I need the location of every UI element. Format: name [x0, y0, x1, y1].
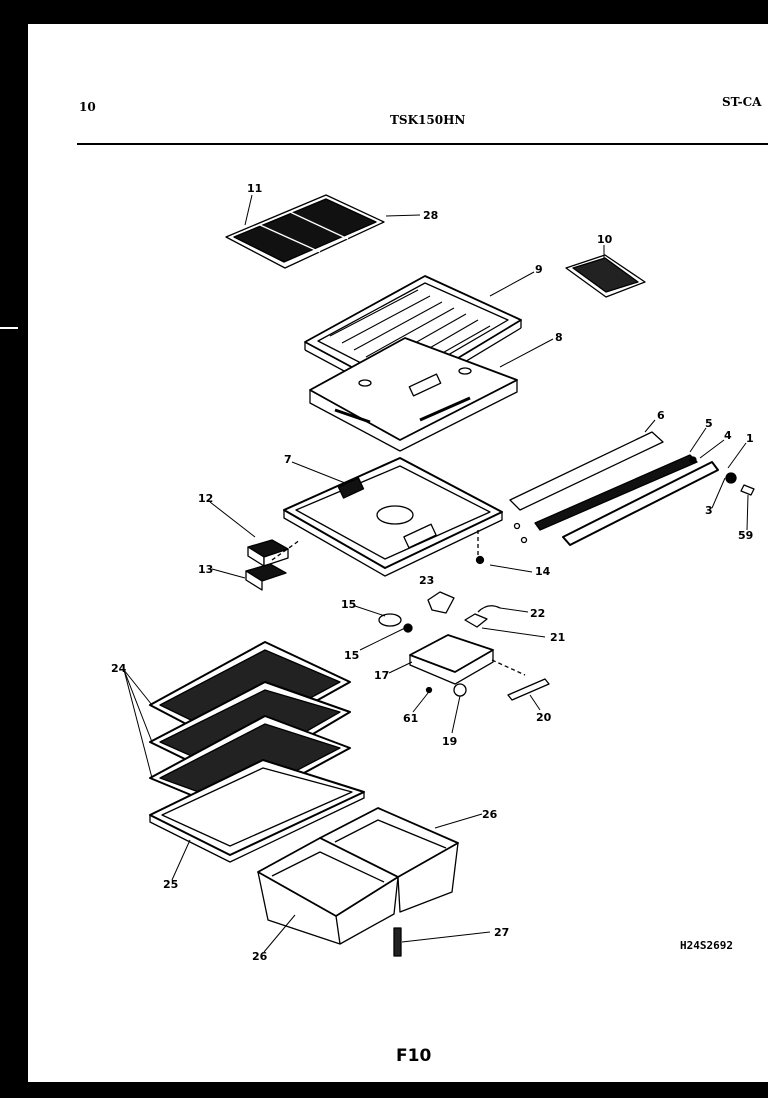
- callout-1: 1: [746, 432, 754, 445]
- callout-15-top: 15: [341, 598, 356, 611]
- callout-28: 28: [423, 209, 438, 222]
- callout-13: 13: [198, 563, 213, 576]
- callout-8: 8: [555, 331, 563, 344]
- rod-part: [393, 927, 402, 957]
- callout-14: 14: [535, 565, 551, 578]
- callout-15-bottom: 15: [344, 649, 359, 662]
- callout-26-left: 26: [252, 950, 268, 963]
- glass-shelves-part: [149, 641, 351, 813]
- bracket-parts: [245, 539, 301, 591]
- callout-24: 24: [111, 662, 127, 675]
- callout-21: 21: [550, 631, 565, 644]
- grille-part: [565, 254, 646, 298]
- callout-12: 12: [198, 492, 213, 505]
- callout-3: 3: [705, 504, 713, 517]
- margin-tick: [0, 327, 18, 329]
- screw-part: [475, 555, 485, 565]
- leader-lines: [123, 194, 749, 953]
- page-number: 10: [79, 100, 96, 114]
- wire-shelf-part: [225, 194, 385, 269]
- callout-19: 19: [442, 735, 457, 748]
- callout-22: 22: [530, 607, 545, 620]
- callout-20: 20: [536, 711, 552, 724]
- shelf-frame-bottom-part: [149, 759, 365, 863]
- rails-part: [509, 431, 755, 546]
- figure-label: F10: [396, 1046, 432, 1066]
- reference-code: H24S2692: [680, 939, 733, 952]
- callout-23: 23: [419, 574, 434, 587]
- model-number: TSK150HN: [390, 113, 466, 127]
- callout-7: 7: [284, 453, 292, 466]
- callout-61: 61: [403, 712, 418, 725]
- crisper-cover-part: [283, 457, 503, 577]
- callout-11: 11: [247, 182, 262, 195]
- callout-26-right: 26: [482, 808, 498, 821]
- control-parts: [378, 591, 550, 701]
- callout-4: 4: [724, 429, 732, 442]
- callout-17: 17: [374, 669, 389, 682]
- callout-9: 9: [535, 263, 543, 276]
- header-rule: [77, 143, 768, 145]
- callout-59: 59: [738, 529, 753, 542]
- callout-27: 27: [494, 926, 509, 939]
- callout-6: 6: [657, 409, 665, 422]
- callout-25: 25: [163, 878, 178, 891]
- category-code: ST-CA: [722, 95, 762, 109]
- shelf-frame-part: [309, 337, 518, 452]
- crisper-bins-part: [257, 807, 459, 945]
- callout-10: 10: [597, 233, 613, 246]
- callout-5: 5: [705, 417, 713, 430]
